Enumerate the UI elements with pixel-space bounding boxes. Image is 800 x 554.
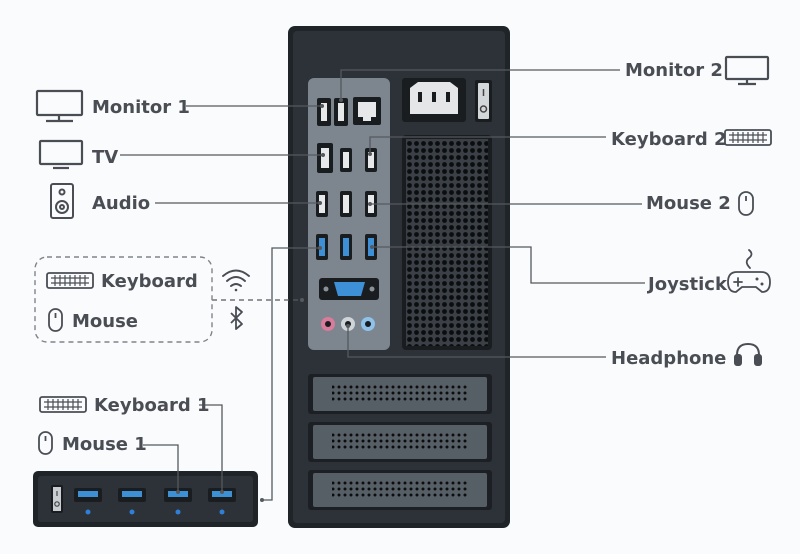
usb-port[interactable] — [340, 191, 352, 217]
device-keyboard-1: Keyboard 1 — [39, 395, 210, 416]
label-keyboard-2: Keyboard 2 — [611, 129, 727, 150]
usb3-port-group — [316, 234, 377, 260]
hub-power-switch[interactable] — [51, 485, 63, 513]
line-mouse1 — [143, 444, 179, 492]
expansion-slot — [308, 422, 492, 462]
label-headphone: Headphone — [611, 348, 726, 369]
usb3-port[interactable] — [340, 234, 352, 260]
hub-usb-port[interactable] — [118, 488, 146, 515]
gamepad-icon — [727, 249, 771, 293]
line-keyboard1 — [199, 404, 223, 492]
front-usb-hub — [33, 471, 258, 527]
label-monitor-1: Monitor 1 — [92, 97, 190, 118]
headphone-icon — [734, 342, 762, 366]
pc-case — [288, 26, 510, 528]
mouse-icon — [48, 308, 63, 332]
label-audio: Audio — [92, 193, 150, 214]
expansion-slot — [308, 470, 492, 510]
device-mouse-2: Mouse 2 — [646, 191, 754, 216]
power-switch[interactable] — [475, 80, 492, 122]
label-mouse-1: Mouse 1 — [62, 434, 147, 455]
hdmi-port[interactable] — [317, 98, 331, 126]
monitor-icon — [724, 55, 770, 86]
device-monitor-1: Monitor 1 — [35, 89, 190, 123]
usb3-port[interactable] — [316, 234, 328, 260]
wireless-devices-box: Keyboard Mouse — [34, 256, 213, 343]
io-panel — [308, 78, 390, 350]
device-headphone: Headphone — [611, 342, 762, 369]
device-audio: Audio — [50, 183, 150, 219]
speaker-icon — [50, 183, 74, 219]
ethernet-port[interactable] — [353, 97, 381, 125]
hub-usb-port[interactable] — [74, 488, 102, 515]
hdmi-port[interactable] — [334, 98, 348, 126]
usb-port[interactable] — [365, 148, 377, 172]
vga-port[interactable] — [319, 278, 379, 300]
expansion-slot — [308, 374, 492, 414]
tv-icon — [38, 139, 84, 170]
device-keyboard-2: Keyboard 2 — [611, 129, 772, 150]
connector-lines — [120, 69, 645, 501]
device-mouse-1: Mouse 1 — [38, 431, 147, 455]
audio-jack-blue[interactable] — [361, 317, 375, 331]
label-tv: TV — [92, 147, 118, 168]
device-monitor-2: Monitor 2 — [625, 55, 770, 86]
device-tv: TV — [38, 139, 118, 170]
device-joystick: Joystick — [646, 249, 771, 295]
ventilation-grille — [402, 135, 492, 350]
usb-port[interactable] — [340, 148, 352, 172]
audio-jack-pink[interactable] — [321, 317, 335, 331]
line-headphone — [347, 326, 606, 358]
label-joystick: Joystick — [646, 274, 728, 295]
displayport-port[interactable] — [317, 143, 333, 173]
mouse-icon — [38, 431, 53, 455]
keyboard-icon — [724, 129, 772, 146]
line-hub — [261, 247, 322, 501]
label-monitor-2: Monitor 2 — [625, 60, 723, 81]
line-keyboard2 — [369, 136, 606, 154]
power-socket[interactable] — [402, 78, 466, 122]
bluetooth-icon — [230, 306, 243, 330]
line-joystick — [372, 246, 645, 284]
label-mouse-wireless: Mouse — [72, 311, 138, 332]
keyboard-icon — [39, 396, 87, 413]
monitor-icon — [35, 89, 84, 123]
label-keyboard-wireless: Keyboard — [101, 271, 198, 292]
label-mouse-2: Mouse 2 — [646, 193, 731, 214]
line-monitor2 — [340, 69, 620, 100]
mouse-icon — [738, 191, 754, 216]
label-keyboard-1: Keyboard 1 — [94, 395, 210, 416]
usb-port[interactable] — [316, 191, 328, 217]
keyboard-icon — [46, 272, 94, 289]
wifi-icon — [222, 269, 250, 292]
